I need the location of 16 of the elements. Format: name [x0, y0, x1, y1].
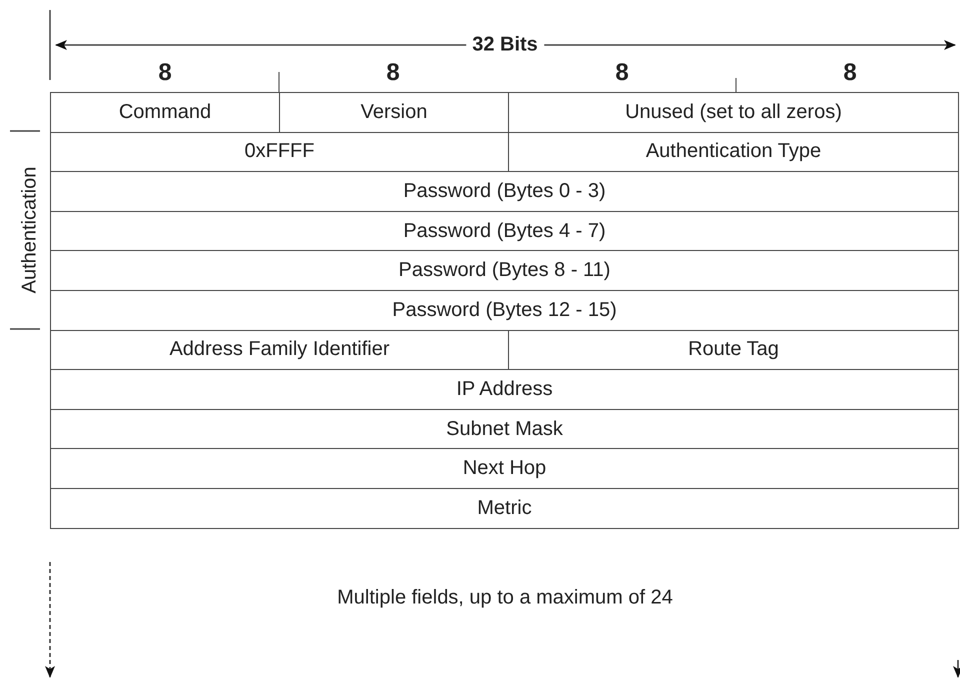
note-text: Multiple fields, up to a maximum of 24 [337, 586, 673, 610]
section-label: Authentication [18, 166, 42, 294]
bit-count: 8 [843, 59, 857, 87]
protocol-field: Unused (set to all zeros) [508, 92, 959, 133]
protocol-field: Command [50, 92, 280, 133]
bit-count: 8 [386, 59, 400, 87]
bit-count: 8 [158, 59, 172, 87]
protocol-field: IP Address [50, 369, 959, 410]
protocol-field: Metric [50, 488, 959, 529]
protocol-field: Next Hop [50, 448, 959, 489]
bit-count: 8 [615, 59, 629, 87]
protocol-field: Password (Bytes 8 - 11) [50, 250, 959, 291]
protocol-field: Password (Bytes 12 - 15) [50, 290, 959, 331]
protocol-field: Password (Bytes 4 - 7) [50, 210, 959, 252]
protocol-field: Password (Bytes 0 - 3) [50, 171, 959, 212]
protocol-field: Subnet Mask [50, 408, 959, 450]
